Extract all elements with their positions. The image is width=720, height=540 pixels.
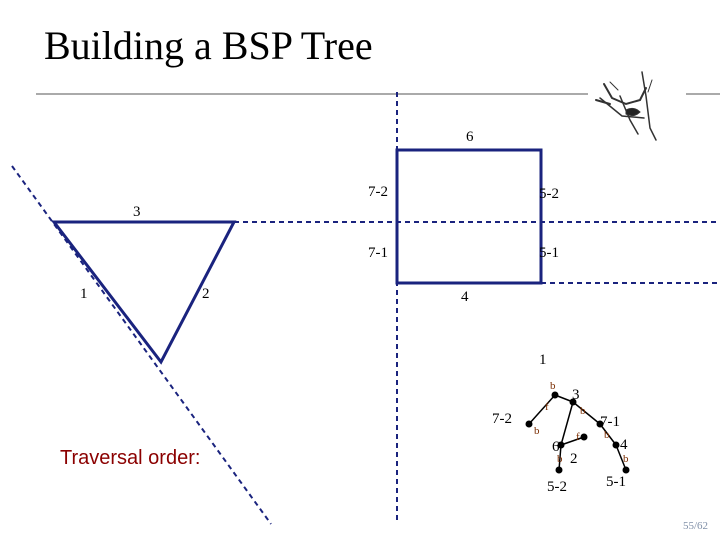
tree-edge-4-5-1 — [615, 444, 627, 471]
label-vertex-1: 1 — [80, 286, 88, 302]
edge-label-3-7-1: b — [580, 405, 586, 417]
tree-edge-7-1-4 — [599, 423, 617, 446]
bsp-tree-nodes — [525, 391, 630, 474]
tree-edge-6-5-2 — [558, 444, 562, 471]
label-seg-5-1: 5-1 — [539, 245, 559, 261]
tree-label-6: 6 — [552, 439, 560, 455]
tree-label-3: 3 — [572, 387, 580, 403]
traversal-order-label: Traversal order: — [60, 447, 201, 469]
tree-edge-3-7-1 — [572, 401, 601, 425]
tree-node-dot-2 — [580, 433, 588, 441]
edge-label-7-2: b — [534, 425, 540, 437]
tree-label-2: 2 — [570, 451, 578, 467]
label-line-4: 4 — [461, 289, 469, 305]
edge-label-6-5-2: b — [557, 453, 563, 465]
tree-node-dot-5-2 — [555, 466, 563, 474]
bsp-tree-edges — [528, 394, 627, 471]
tree-label-4: 4 — [620, 437, 628, 453]
edge-label-7-1-4: b — [604, 429, 610, 441]
label-seg-7-1: 7-1 — [368, 245, 388, 261]
tree-label-5-1: 5-1 — [606, 474, 626, 490]
label-line-6: 6 — [466, 129, 474, 145]
tree-label-5-2: 5-2 — [547, 479, 567, 495]
tree-edge-1-7-2 — [528, 394, 556, 425]
tree-edge-6-2 — [560, 436, 585, 446]
edge-label-1-3: b — [550, 380, 556, 392]
edge-label-4-5-1: b — [623, 453, 629, 465]
tree-node-dot-7-1 — [596, 420, 604, 428]
tree-node-dot-5-1 — [622, 466, 630, 474]
slide-title: Building a BSP Tree — [44, 23, 373, 68]
tree-node-dot-4 — [612, 441, 620, 449]
label-line-3: 3 — [133, 204, 141, 220]
label-seg-5-2: 5-2 — [539, 186, 559, 202]
partition-line-1 — [11, 165, 272, 525]
triangle-shape — [50, 220, 237, 365]
tree-edge-3-6 — [560, 401, 574, 446]
tree-node-dot-7-2 — [525, 420, 533, 428]
page-number: 55/62 — [683, 520, 709, 532]
edge-label-1-7-2: f — [545, 401, 549, 413]
sketch-illustration — [595, 71, 657, 141]
tree-label-7-1: 7-1 — [600, 414, 620, 430]
tree-label-1: 1 — [539, 352, 547, 368]
tree-label-7-2: 7-2 — [492, 411, 512, 427]
square-shape — [395, 148, 543, 285]
tree-node-dot-1 — [551, 391, 559, 399]
tree-node-dot-6 — [557, 441, 565, 449]
edge-label-3-6: f — [576, 431, 580, 443]
tree-node-dot-3 — [569, 398, 577, 406]
label-seg-7-2: 7-2 — [368, 184, 388, 200]
label-vertex-2: 2 — [202, 286, 210, 302]
